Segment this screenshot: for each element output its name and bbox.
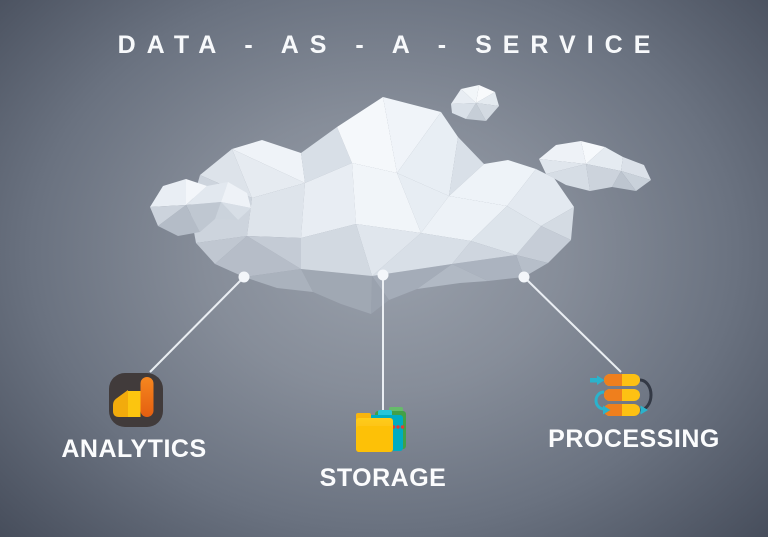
pipeline-input-arrow [590, 375, 605, 385]
connection-dot [238, 271, 250, 283]
connection-dots [238, 269, 530, 283]
connection-dot [377, 269, 389, 281]
connector-line-analytics [149, 276, 245, 373]
low-poly-cloud [150, 85, 651, 314]
folder-dots [391, 425, 405, 429]
cloud-right-fragment [539, 141, 651, 191]
connection-dot [518, 271, 530, 283]
cloud-top-fragment [451, 85, 499, 121]
cloud-left-fragment [150, 179, 251, 236]
pipeline-loop-arrowhead [603, 405, 611, 415]
data-pipeline-icon [590, 374, 653, 416]
pipeline-output-arrowhead [640, 405, 648, 415]
pipeline-capsules [604, 374, 640, 416]
service-label-storage: STORAGE [319, 464, 447, 492]
connector-line-processing [523, 276, 622, 373]
service-label-processing: PROCESSING [548, 425, 720, 453]
analytics-bar-chart-icon [109, 373, 163, 427]
folder-stack-icon [356, 407, 406, 452]
service-label-analytics: ANALYTICS [61, 435, 207, 463]
folder-yellow [356, 413, 393, 452]
page-title: DATA - AS - A - SERVICE [117, 31, 662, 59]
connector-lines [149, 275, 622, 413]
